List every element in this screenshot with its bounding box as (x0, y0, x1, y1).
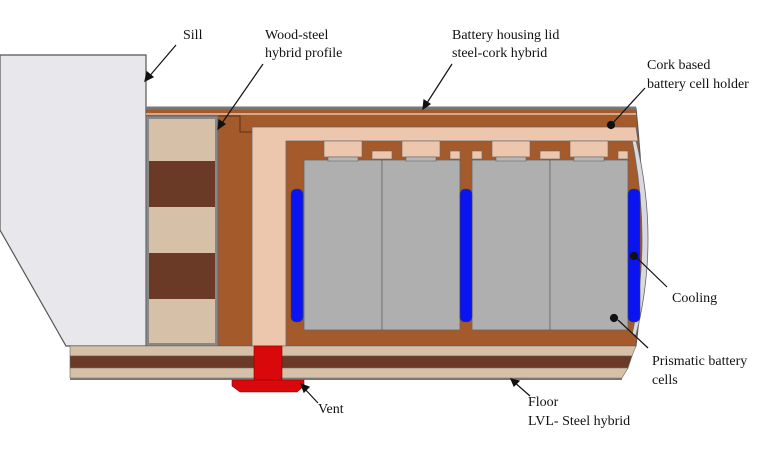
label-lid-1: Battery housing lid (452, 28, 560, 43)
cooling-channel (290, 188, 304, 323)
battery-cell (381, 159, 461, 331)
battery-cell (471, 159, 551, 331)
label-holder-1: Cork based (647, 58, 711, 73)
cell-terminals (327, 156, 605, 162)
prismatic-battery-cells (303, 159, 629, 331)
leader-lines (144, 44, 668, 404)
profile-step (218, 115, 252, 133)
label-lid-2: steel-cork hybrid (452, 46, 548, 61)
label-holder-2: battery cell holder (647, 77, 749, 92)
profile-wood-light (149, 299, 215, 343)
profile-wood-light (149, 119, 215, 161)
battery-cell (549, 159, 629, 331)
label-cooling: Cooling (672, 291, 718, 306)
label-cells-1: Prismatic battery (652, 354, 748, 369)
profile-wood-dark (149, 161, 215, 207)
label-profile-2: hybrid profile (265, 46, 343, 61)
profile-wood-dark (149, 253, 215, 299)
label-floor-1: Floor (528, 395, 559, 410)
label-cells-2: cells (652, 373, 678, 388)
sill (0, 54, 147, 347)
label-vent: Vent (318, 402, 344, 417)
floor-lvl-steel (69, 345, 637, 380)
cooling-channel (459, 188, 473, 323)
label-profile-1: Wood-steel (265, 28, 329, 43)
profile-wood-light (149, 207, 215, 253)
label-floor-2: LVL- Steel hybrid (528, 414, 631, 429)
label-sill: Sill (183, 28, 203, 43)
battery-cell (303, 159, 383, 331)
vent (231, 345, 305, 393)
